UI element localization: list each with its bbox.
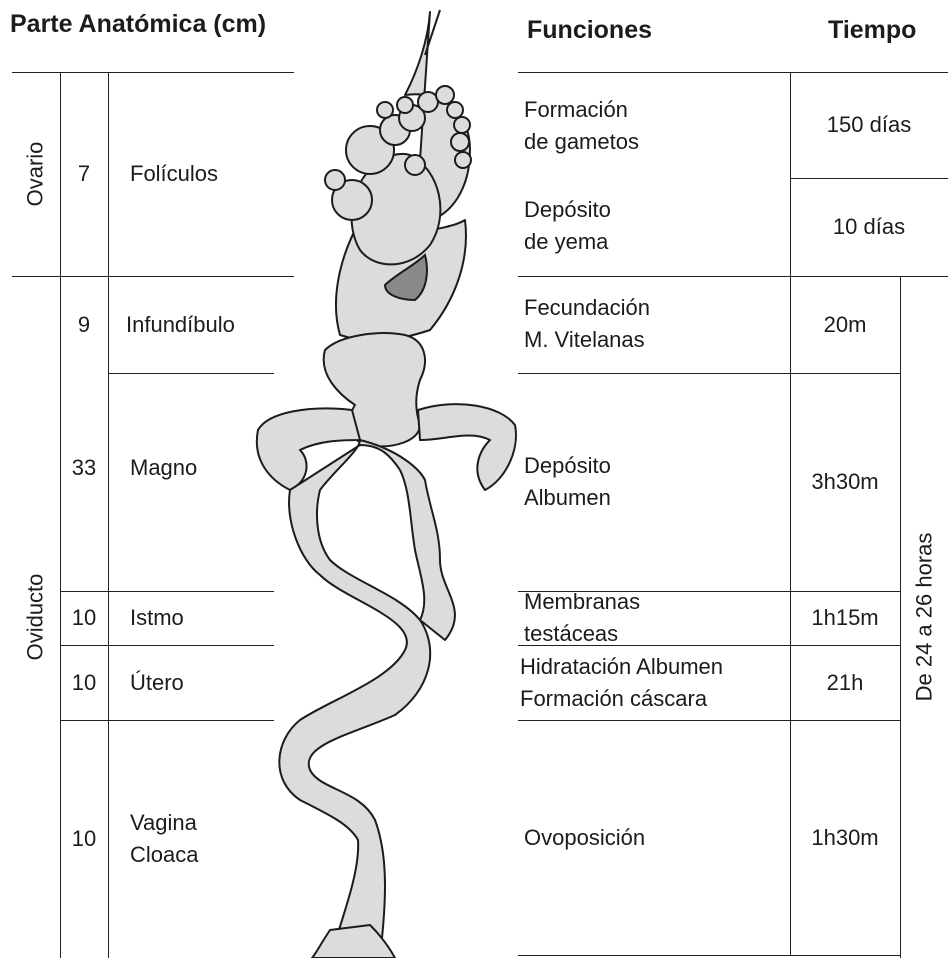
time-shell: 21h xyxy=(826,669,864,695)
anatomy-part-follicles: Folículos xyxy=(130,161,219,186)
cloaca-shape xyxy=(311,924,396,958)
time-fertilization: 20m xyxy=(823,311,867,337)
follicle-circle xyxy=(324,169,346,191)
time-oviposition: 1h30m xyxy=(811,824,879,850)
function-fertilization: Fecundación M. Vitelanas xyxy=(524,295,650,352)
oviduct-tube-shape xyxy=(278,439,456,958)
function-shell: Hidratación Albumen Formación cáscara xyxy=(520,653,724,711)
follicle-circle xyxy=(446,101,464,119)
left-loop-shape xyxy=(255,407,361,491)
function-gametes: Formación de gametos xyxy=(524,97,639,154)
right-loop-shape xyxy=(417,403,517,491)
time-albumen: 3h30m xyxy=(811,469,879,494)
follicle-circle xyxy=(454,151,472,169)
header-time: Tiempo xyxy=(828,16,917,44)
anatomy-part-magnum: Magno xyxy=(130,455,198,480)
total-time-cell: De 24 a 26 horas xyxy=(900,276,948,958)
time-gametes: 150 días xyxy=(826,112,912,137)
follicle-circle xyxy=(404,154,426,176)
hen-reproductive-tract-illustration xyxy=(255,9,517,958)
anatomy-cm-isthmus: 10 xyxy=(71,605,97,630)
follicle-circle xyxy=(376,101,394,119)
anatomy-cm-infundibulum: 9 xyxy=(77,311,91,337)
header-anatomy: Parte Anatómica (cm) xyxy=(10,10,267,38)
function-membranes: Membranas testáceas xyxy=(524,589,641,646)
anatomy-part-uterus: Útero xyxy=(130,669,184,695)
ovum-in-infundibulum-shape xyxy=(383,253,428,302)
follicle-circle xyxy=(450,132,470,152)
anatomy-cm-uterus: 10 xyxy=(71,669,97,695)
total-time-label: De 24 a 26 horas xyxy=(911,532,936,702)
anatomy-part-isthmus: Istmo xyxy=(130,605,184,630)
anatomy-part-vagina: Vagina Cloaca xyxy=(130,810,199,867)
anatomy-part-infundibulum: Infundíbulo xyxy=(126,311,235,337)
anatomy-cm-vagina: 10 xyxy=(71,826,97,851)
ligament-line xyxy=(424,9,441,56)
follicle-circle xyxy=(331,179,373,221)
section-oviduct: Oviducto xyxy=(22,573,48,661)
function-albumen: Depósito Albumen xyxy=(524,453,611,510)
function-yolk: Depósito de yema xyxy=(524,197,611,254)
function-oviposition: Ovoposición xyxy=(524,824,646,850)
time-membranes: 1h15m xyxy=(811,605,879,630)
time-yolk: 10 días xyxy=(832,214,906,239)
section-ovary: Ovario xyxy=(22,141,48,207)
follicle-circle xyxy=(453,116,471,134)
follicle-circle xyxy=(435,85,455,105)
header-functions: Funciones xyxy=(527,16,653,44)
follicle-circle xyxy=(396,96,414,114)
anatomy-cm-magnum: 33 xyxy=(71,455,97,480)
anatomy-cm-follicles: 7 xyxy=(77,161,91,186)
